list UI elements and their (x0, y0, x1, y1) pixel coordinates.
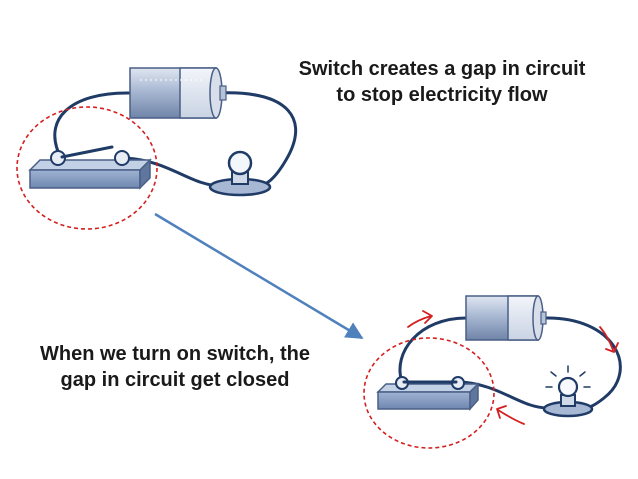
caption-switch-closed-line2: gap in circuit get closed (60, 369, 290, 391)
wire-top-left (53, 91, 131, 161)
wire-bottom-switch-to-bulb (459, 380, 549, 410)
bulb-lit-icon (542, 365, 594, 418)
current-flow-arrow-icon (496, 405, 525, 425)
battery-icon (465, 295, 547, 341)
battery-icon (129, 67, 227, 119)
switch-icon (376, 376, 480, 411)
switch-lever-open (60, 145, 114, 159)
caption-switch-closed: When we turn on switch, the gap in circu… (2, 341, 348, 393)
bulb-icon (208, 150, 272, 197)
wire-bottom-right (543, 316, 622, 410)
current-flow-arrow-icon (407, 310, 433, 328)
switch-icon (28, 145, 152, 190)
switch-highlight-ring (363, 337, 495, 449)
caption-switch-open-line1: Switch creates a gap in circuit (298, 58, 586, 80)
wire-bottom-left (398, 316, 467, 383)
open-circuit (16, 67, 297, 230)
caption-switch-closed-line1: When we turn on switch, the (40, 343, 310, 365)
light-rays-icon (545, 365, 591, 388)
transition-arrow-icon (154, 212, 364, 340)
switch-highlight-ring (16, 106, 158, 230)
closed-circuit (363, 295, 622, 449)
current-flow-arrow-icon (599, 326, 619, 353)
caption-switch-open: Switch creates a gap in circuit to stop … (262, 56, 622, 108)
caption-switch-open-line2: to stop electricity flow (336, 84, 548, 106)
